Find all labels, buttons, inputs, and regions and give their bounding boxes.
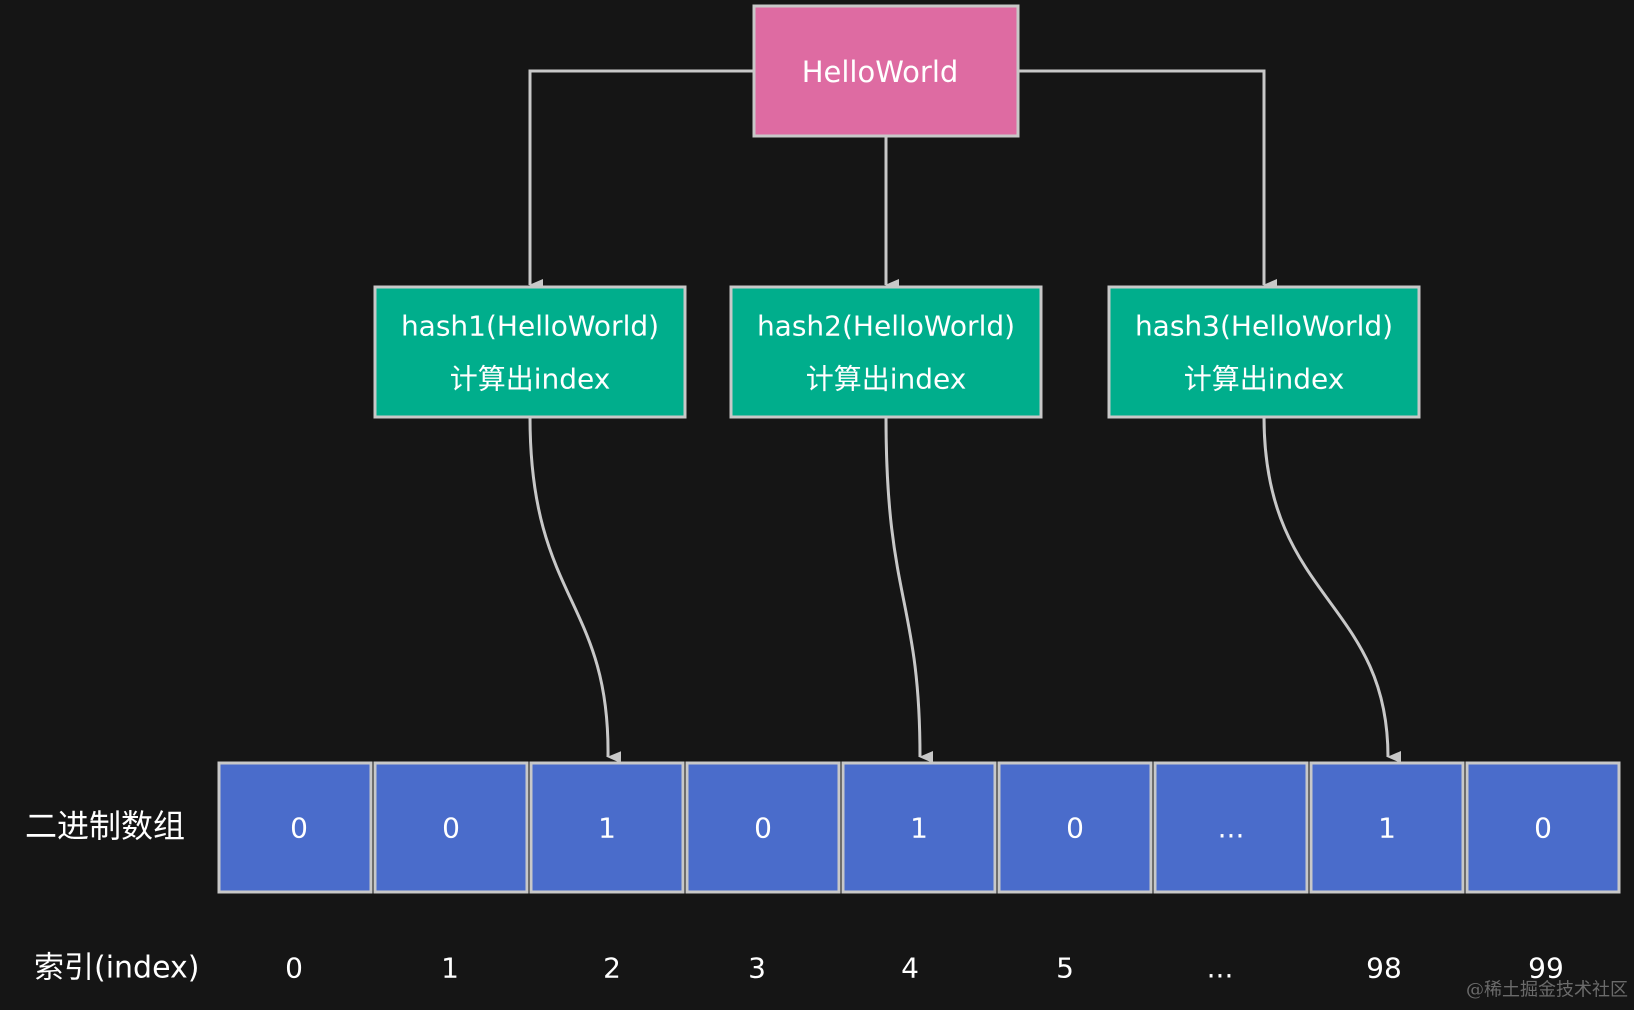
index-value: 1 bbox=[441, 952, 459, 985]
bit-cell: 1 bbox=[1309, 761, 1465, 894]
watermark-text: @稀土掘金技术社区 bbox=[1466, 980, 1628, 1001]
index-value: 4 bbox=[901, 952, 919, 985]
bit-cell-box bbox=[373, 761, 529, 894]
bit-cell-value: 0 bbox=[442, 812, 460, 845]
index-value: 2 bbox=[603, 952, 621, 985]
bit-cell-value: 1 bbox=[1378, 812, 1396, 845]
index-value: 99 bbox=[1528, 952, 1564, 985]
bit-cell-value: 1 bbox=[598, 812, 616, 845]
hash-node-2: hash2(HelloWorld) 计算出index bbox=[729, 285, 1043, 419]
bit-cell: 0 bbox=[1465, 761, 1621, 894]
bit-cell-value: 1 bbox=[910, 812, 928, 845]
array-label: 二进制数组 bbox=[25, 807, 185, 845]
hash-box-1 bbox=[373, 285, 687, 419]
hash-box-3 bbox=[1107, 285, 1421, 419]
bit-cell-box bbox=[685, 761, 841, 894]
source-label: HelloWorld bbox=[802, 55, 959, 89]
arrow-hash2-to-cell bbox=[884, 416, 934, 763]
bit-cell: 1 bbox=[529, 761, 685, 894]
hash-name-1: hash1(HelloWorld) bbox=[401, 310, 659, 343]
hash-node-3: hash3(HelloWorld) 计算出index bbox=[1107, 285, 1421, 419]
bit-cell: 0 bbox=[373, 761, 529, 894]
source-node: HelloWorld bbox=[752, 4, 1020, 138]
index-row: 0 1 2 3 4 5 ... 98 99 bbox=[285, 952, 1564, 985]
hash-node-1: hash1(HelloWorld) 计算出index bbox=[373, 285, 687, 419]
index-value: 98 bbox=[1366, 952, 1402, 985]
bit-cell-box bbox=[841, 761, 997, 894]
connector-source-hash1 bbox=[528, 69, 754, 291]
hash-desc-2: 计算出index bbox=[806, 363, 967, 396]
bit-cell-box bbox=[1465, 761, 1621, 894]
arrow-hash1-to-cell bbox=[528, 416, 622, 764]
hash-desc-3: 计算出index bbox=[1184, 363, 1345, 396]
bit-cell-value: 0 bbox=[1534, 812, 1552, 845]
hash-name-3: hash3(HelloWorld) bbox=[1135, 310, 1393, 343]
hash-name-2: hash2(HelloWorld) bbox=[757, 310, 1015, 343]
hash-box-2 bbox=[729, 285, 1043, 419]
bit-cell-box bbox=[997, 761, 1153, 894]
arrow-hash3-to-cell bbox=[1262, 416, 1402, 763]
source-connectors bbox=[528, 69, 1277, 291]
bit-cell: 0 bbox=[685, 761, 841, 894]
index-label: 索引(index) bbox=[34, 951, 199, 986]
bit-cell: ... bbox=[1153, 761, 1309, 894]
index-value: 0 bbox=[285, 952, 303, 985]
bit-cell: 1 bbox=[841, 761, 997, 894]
bit-cell: 0 bbox=[997, 761, 1153, 894]
bit-cell: 0 bbox=[217, 761, 373, 894]
bit-cell-box bbox=[529, 761, 685, 894]
source-box bbox=[752, 4, 1020, 138]
bit-cell-box bbox=[1309, 761, 1465, 894]
hash-desc-1: 计算出index bbox=[450, 363, 611, 396]
hash-to-array-arrows bbox=[528, 416, 1402, 764]
connector-source-hash3 bbox=[1018, 69, 1277, 291]
index-value: 3 bbox=[748, 952, 766, 985]
bit-cell-value: ... bbox=[1218, 812, 1245, 845]
bit-cell-value: 0 bbox=[290, 812, 308, 845]
bit-cell-value: 0 bbox=[1066, 812, 1084, 845]
bit-cell-box bbox=[217, 761, 373, 894]
bit-array: 0 0 1 0 1 0 ... 1 bbox=[217, 761, 1621, 894]
bit-cell-box bbox=[1153, 761, 1309, 894]
index-value: 5 bbox=[1056, 952, 1074, 985]
index-value: ... bbox=[1207, 952, 1234, 985]
bit-cell-value: 0 bbox=[754, 812, 772, 845]
